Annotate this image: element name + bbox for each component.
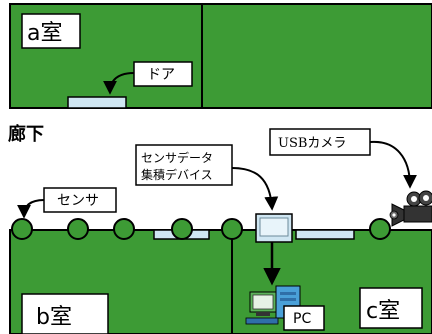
room-a-label: a室	[27, 21, 62, 46]
door-bottom-2	[295, 229, 355, 240]
sensor-2	[67, 218, 89, 240]
pc-label-box	[283, 305, 325, 331]
sensor-3	[113, 218, 135, 240]
camera-callout-label: USBカメラ	[278, 136, 346, 151]
device-callout-line1: センサデータ	[141, 150, 213, 165]
room-c-label-box	[359, 287, 423, 329]
door-callout-box	[133, 61, 193, 87]
aggregation-device-screen	[259, 217, 289, 237]
sensor-4	[171, 218, 193, 240]
room-top-right	[201, 3, 432, 109]
room-a-label-box	[21, 13, 81, 49]
device-callout-arrow	[231, 167, 279, 211]
sensor-6	[369, 218, 391, 240]
camera-callout-arrow	[369, 140, 417, 189]
door-callout-arrow	[103, 72, 135, 95]
device-callout-box	[135, 144, 233, 186]
sensor-1	[11, 218, 33, 240]
room-b-label: b室	[36, 305, 72, 330]
sensor-5	[221, 218, 243, 240]
door	[67, 96, 127, 109]
door-callout-label: ドア	[147, 67, 175, 83]
room-b-label-box	[21, 293, 109, 334]
usb-camera-icon	[389, 190, 432, 227]
sensor-callout-arrow	[17, 199, 45, 219]
corridor-label: 廊下	[8, 123, 44, 145]
room-c-label: c室	[366, 299, 400, 324]
pc-label: PC	[293, 311, 311, 327]
device-callout-line2: 集積デバイス	[141, 167, 213, 182]
sensor-callout-label: センサ	[57, 193, 99, 209]
